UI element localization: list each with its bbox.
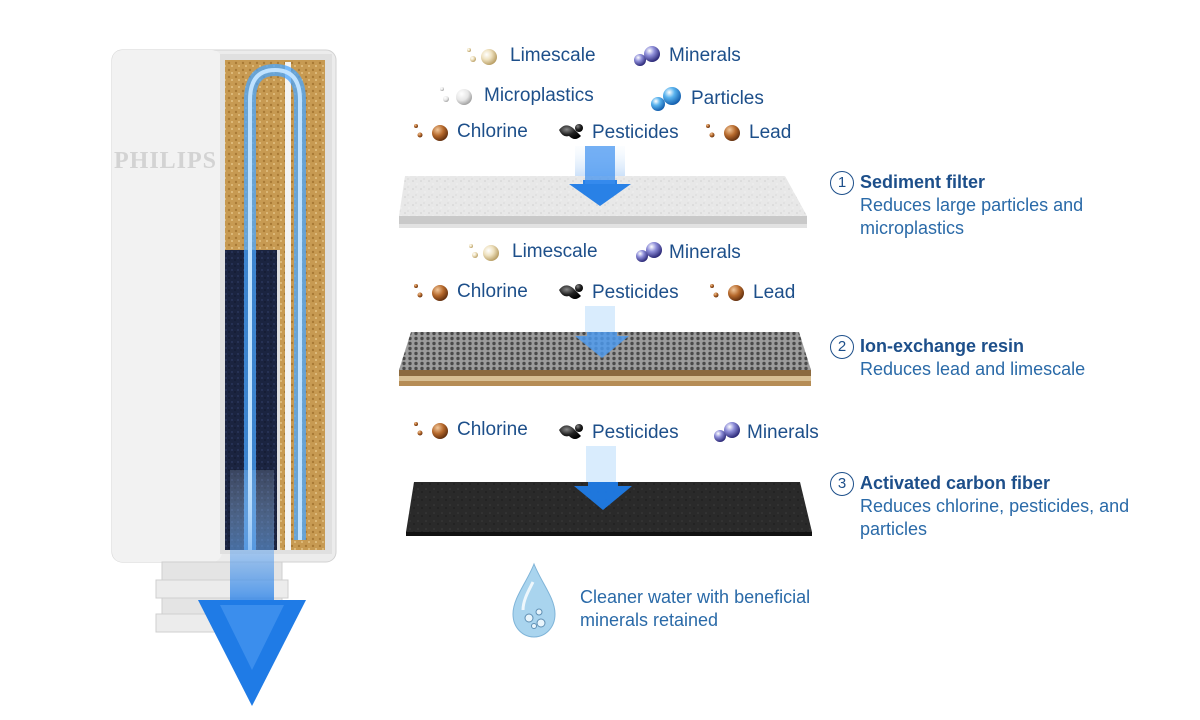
contaminant-minerals: Minerals <box>669 242 741 263</box>
contaminant-pesticides: Pesticides <box>592 422 679 443</box>
filter-cartridge-illustration <box>111 49 337 706</box>
contaminant-chlorine: Chlorine <box>457 281 528 302</box>
contaminant-microplastics: Microplastics <box>484 85 594 106</box>
contaminant-particles: Particles <box>691 88 764 109</box>
contaminant-limescale: Limescale <box>512 241 598 262</box>
water-drop-icon <box>512 562 556 638</box>
contaminant-lead: Lead <box>749 122 792 143</box>
pesticides-icon <box>559 424 583 439</box>
brand-logo: PHILIPS <box>114 148 218 174</box>
contaminant-limescale: Limescale <box>510 45 596 66</box>
minerals-icon <box>634 46 660 66</box>
particles-icon <box>651 87 681 111</box>
contaminant-chlorine: Chlorine <box>457 121 528 142</box>
activated-carbon-fiber-layer <box>406 446 812 536</box>
contaminant-lead: Lead <box>753 282 796 303</box>
chlorine-icon <box>414 124 448 141</box>
ion-exchange-resin-layer <box>399 306 811 386</box>
limescale-icon <box>469 244 499 261</box>
step-number: 2 <box>830 335 854 359</box>
contaminant-minerals: Minerals <box>669 45 741 66</box>
step-description: Reduces chlorine, pesticides, and partic… <box>860 496 1130 539</box>
chlorine-icon <box>414 422 448 439</box>
step-number: 3 <box>830 472 854 496</box>
step-number: 1 <box>830 171 854 195</box>
contaminant-minerals: Minerals <box>747 422 819 443</box>
sediment-filter-layer <box>399 146 807 228</box>
contaminant-pesticides: Pesticides <box>592 122 679 143</box>
contaminant-chlorine: Chlorine <box>457 419 528 440</box>
lead-icon <box>706 124 740 141</box>
pesticides-icon <box>559 284 583 299</box>
step-description: Reduces lead and limescale <box>860 359 1086 379</box>
contaminant-pesticides: Pesticides <box>592 282 679 303</box>
step-title: Ion-exchange resin <box>860 336 1025 356</box>
step-title: Sediment filter <box>860 172 986 192</box>
minerals-icon <box>714 422 740 442</box>
limescale-icon <box>467 48 497 65</box>
result-caption: Cleaner water with beneficial minerals r… <box>580 587 811 630</box>
microplastics-icon <box>440 87 472 105</box>
minerals-icon <box>636 242 662 262</box>
lead-icon <box>710 284 744 301</box>
pesticides-icon <box>559 124 583 139</box>
chlorine-icon <box>414 284 448 301</box>
step-description: Reduces large particles and microplastic… <box>860 195 1084 238</box>
step-title: Activated carbon fiber <box>860 473 1051 493</box>
